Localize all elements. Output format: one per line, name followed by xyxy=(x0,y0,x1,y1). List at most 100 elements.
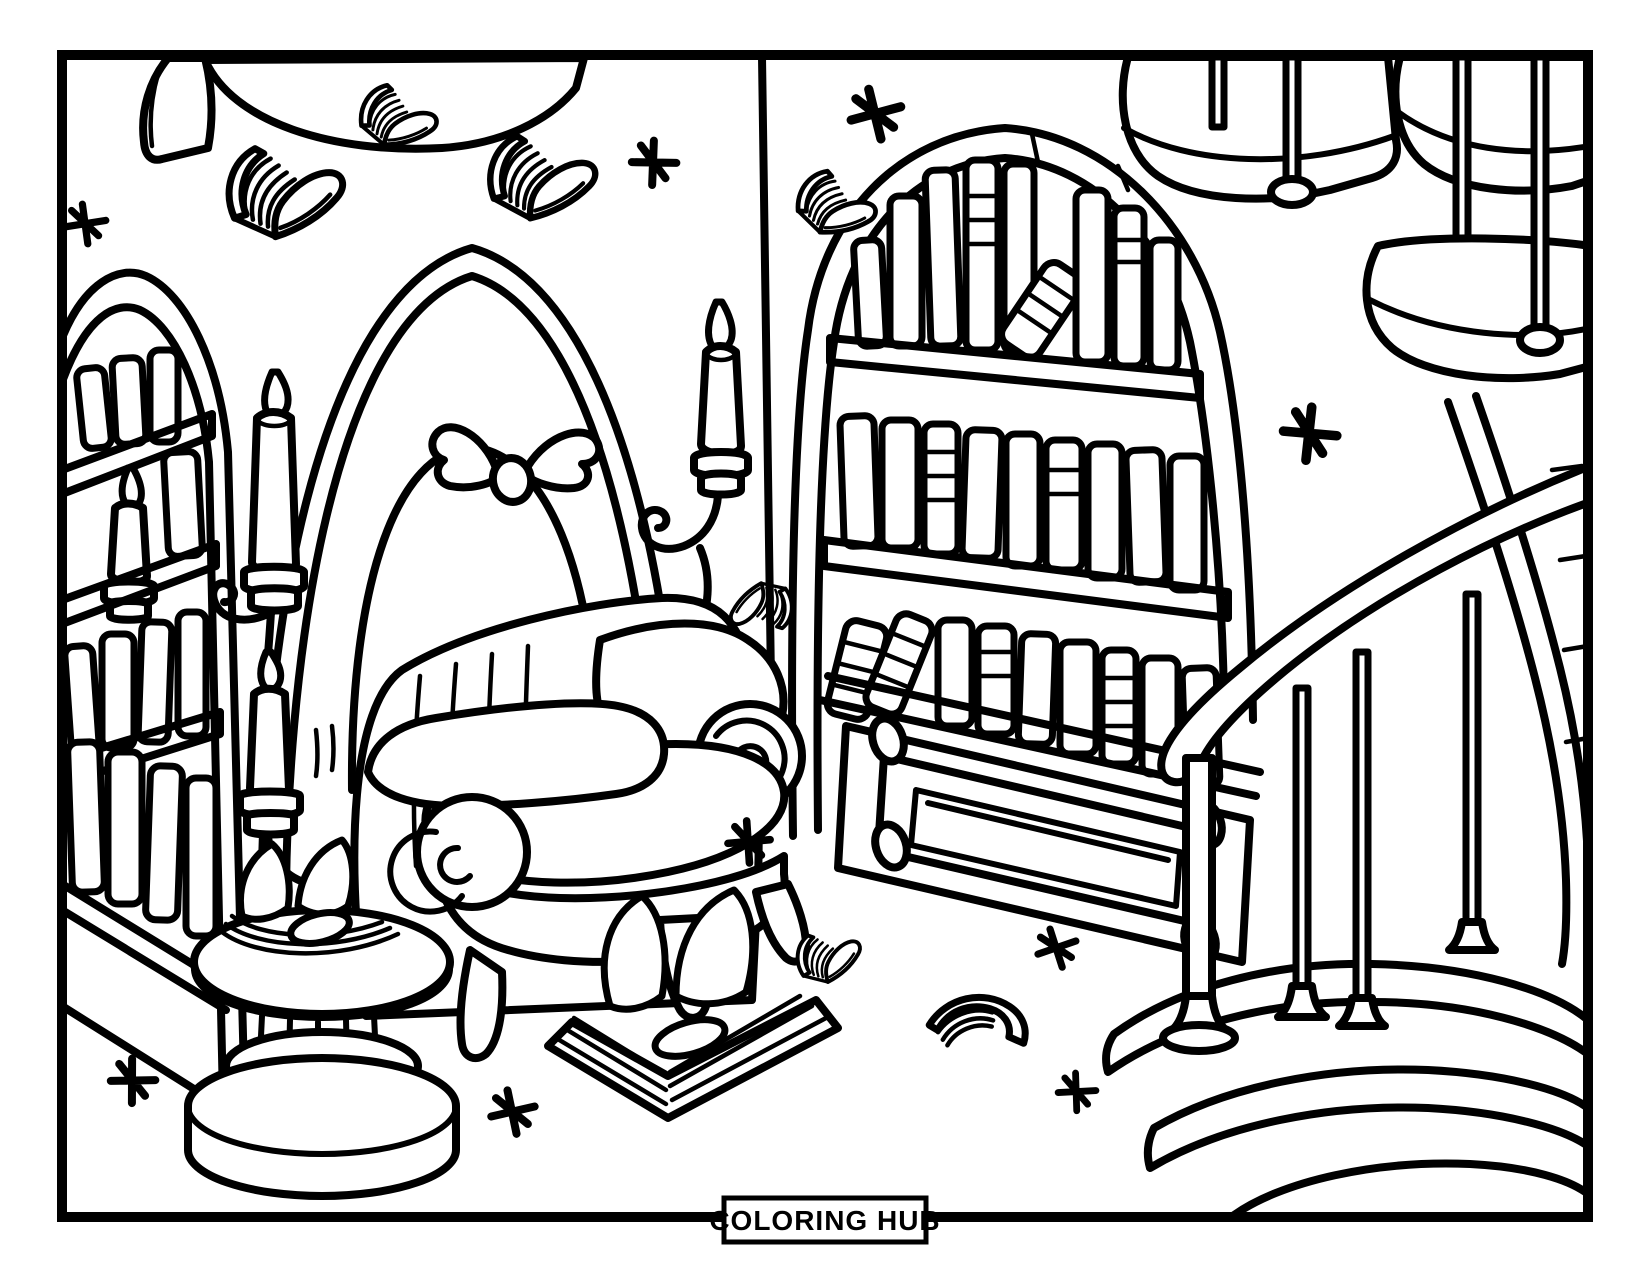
striped-book-spine xyxy=(920,420,962,558)
book-spine xyxy=(920,420,962,558)
scroll-spiral xyxy=(387,828,473,915)
book-spine xyxy=(160,448,206,560)
baluster-foot xyxy=(1267,175,1317,209)
book-spine xyxy=(182,774,220,940)
bow-right-loop xyxy=(523,428,604,493)
stringer-inner xyxy=(1472,392,1583,842)
book-spine xyxy=(878,416,922,552)
book-spine xyxy=(1146,236,1182,374)
shelf-slab xyxy=(67,540,220,627)
book-stripes xyxy=(1101,675,1137,729)
book-stripes xyxy=(1015,275,1076,336)
leaning-striped-book xyxy=(998,259,1086,361)
book-spine xyxy=(104,748,146,908)
tabletop-rim xyxy=(191,967,453,1021)
book-spine xyxy=(962,156,1002,354)
striped-book-spine xyxy=(974,622,1018,738)
stair-tread xyxy=(1362,234,1583,383)
book-spine xyxy=(142,762,186,924)
footer-badge: COLORING HUB xyxy=(709,1195,940,1245)
left-arched-bookshelf xyxy=(67,268,336,1156)
sconce-arm-curl xyxy=(637,492,722,553)
book-boards xyxy=(544,996,842,1122)
falling-bent-book xyxy=(925,993,1029,1048)
baluster-foot xyxy=(1516,323,1564,357)
book-spine xyxy=(134,618,176,746)
open-book-on-floor xyxy=(544,886,842,1122)
book-spine xyxy=(998,259,1086,361)
page-curl xyxy=(651,1016,729,1060)
holder-ring xyxy=(247,584,302,615)
striped-book-spine xyxy=(962,156,1002,354)
drawer-knob xyxy=(871,820,911,872)
page-leaf xyxy=(672,886,757,1008)
drawer-recess xyxy=(908,787,1183,909)
book-stripes xyxy=(874,631,927,690)
book-spine xyxy=(1110,204,1148,370)
stringer-rungs xyxy=(1549,463,1583,745)
baluster xyxy=(1292,684,1312,992)
wall-corner xyxy=(758,60,775,686)
book-spine xyxy=(146,346,182,446)
gothic-arched-bookcase xyxy=(788,124,1264,966)
book-spine xyxy=(98,630,138,752)
candle-top xyxy=(703,351,739,363)
book-stripes xyxy=(1045,467,1083,497)
flame-icon xyxy=(257,648,285,693)
page-curl xyxy=(287,909,353,947)
book-stripes xyxy=(965,193,999,247)
holder-ring xyxy=(243,809,298,839)
bent-cover xyxy=(925,993,1029,1047)
book-spine xyxy=(836,412,882,550)
book-stripes xyxy=(977,649,1015,679)
book-spine xyxy=(1122,446,1170,586)
bow-left-loop xyxy=(428,423,503,492)
arch-band-joints xyxy=(1029,131,1131,193)
baluster-foot xyxy=(1274,982,1330,1021)
badge-label: COLORING HUB xyxy=(709,1205,940,1236)
chair-left-scroll xyxy=(413,793,531,911)
bow-knot xyxy=(488,454,536,506)
book-spine xyxy=(886,192,926,350)
stair-post xyxy=(1182,754,1216,1004)
tread-band xyxy=(1395,109,1583,155)
book-spine xyxy=(1084,440,1126,582)
book-spine xyxy=(1042,436,1086,574)
post-base xyxy=(1159,1021,1239,1055)
stair-tread xyxy=(1118,60,1401,203)
chair-foot xyxy=(456,946,507,1063)
baluster xyxy=(1452,60,1472,259)
wall-tick-marks xyxy=(313,723,336,779)
drape-crease xyxy=(148,71,161,149)
shelf-arch-outer xyxy=(67,268,250,1156)
drawer-knob xyxy=(868,714,908,766)
book-spine xyxy=(108,354,150,448)
candle-top xyxy=(254,417,294,429)
page-leaf xyxy=(600,892,669,1013)
candle-body xyxy=(246,684,293,801)
book-spine xyxy=(174,608,210,740)
stair-base-step xyxy=(1231,1159,1583,1212)
baluster xyxy=(1352,648,1372,1004)
book-spine xyxy=(958,426,1006,562)
book-spine xyxy=(1072,186,1112,366)
page-leaf xyxy=(237,840,293,923)
striped-book-spine xyxy=(1110,204,1148,370)
corner-drape xyxy=(139,60,588,164)
shelf-slab xyxy=(820,536,1232,622)
book-spine xyxy=(1002,430,1044,570)
candle-body xyxy=(248,408,300,577)
book-stripes xyxy=(923,449,959,503)
handrail xyxy=(1157,464,1583,787)
ribbon-bow xyxy=(428,423,604,506)
page-fan xyxy=(553,993,829,1107)
tread-band xyxy=(1367,297,1583,338)
shelf-slab xyxy=(826,334,1204,402)
curl-arm xyxy=(209,579,276,624)
stair-base-step xyxy=(1143,1065,1583,1172)
book-spine xyxy=(67,642,103,758)
bookcase-arch-outer xyxy=(788,124,1257,840)
book-stripes xyxy=(1113,237,1145,265)
